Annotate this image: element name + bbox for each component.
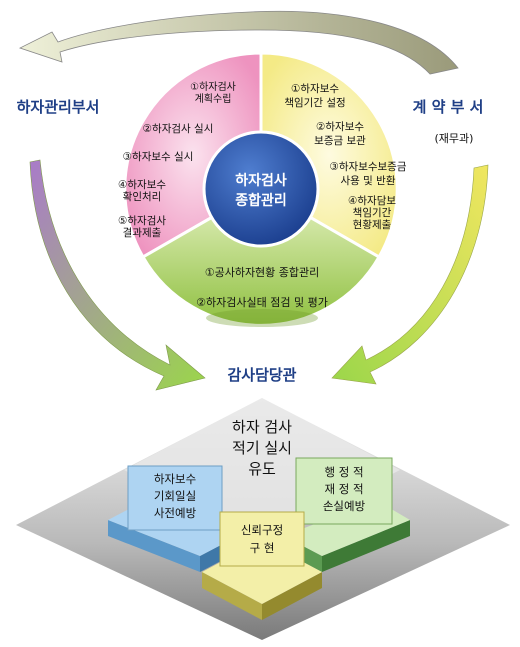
svg-text:③하자보수보증금: ③하자보수보증금 <box>329 160 406 173</box>
center-circle <box>202 130 320 248</box>
right-green-box: 행 정 적 재 정 적 손실예방 <box>284 457 410 572</box>
dept-right-sublabel: (재무과) <box>435 132 474 145</box>
pink-item-4: ④하자보수 확인처리 <box>118 178 166 203</box>
yellow-item-3: ③하자보수보증금 사용 및 반환 <box>329 160 406 187</box>
center-line-1: 하자검사 <box>235 172 287 189</box>
svg-text:결과제출: 결과제출 <box>123 227 162 239</box>
pyramid-line-2: 적기 실시 <box>232 439 292 457</box>
green-item-1: ①공사하자현황 종합관리 <box>205 265 320 279</box>
svg-text:재 정 적: 재 정 적 <box>324 482 363 496</box>
svg-text:③하자보수 실시: ③하자보수 실시 <box>123 150 194 163</box>
green-texture <box>206 309 318 327</box>
green-segment <box>140 187 382 327</box>
svg-text:사용 및 반환: 사용 및 반환 <box>341 175 396 187</box>
top-cycle-arrow <box>18 10 459 75</box>
pyramid-line-3: 유도 <box>248 460 276 478</box>
dept-bottom-label: 감사담당관 <box>227 366 296 384</box>
pink-item-2: ②하자검사 실시 <box>143 122 214 135</box>
svg-text:①하자보수: ①하자보수 <box>291 82 339 95</box>
pink-item-3: ③하자보수 실시 <box>123 150 194 163</box>
center-line-2: 종합관리 <box>235 192 287 209</box>
svg-text:④하자보수: ④하자보수 <box>118 178 166 191</box>
pink-item-5: ⑤하자검사 결과제출 <box>118 214 166 239</box>
yellow-item-1: ①하자보수 책임기간 설정 <box>284 82 345 109</box>
svg-text:손실예방: 손실예방 <box>323 499 366 513</box>
svg-text:확인처리: 확인처리 <box>123 190 162 203</box>
pink-item-1: ①하자검사 계획수립 <box>190 80 236 105</box>
svg-text:①하자검사: ①하자검사 <box>190 80 236 93</box>
dept-left-label: 하자관리부서 <box>17 98 100 116</box>
svg-text:보증금 보관: 보증금 보관 <box>314 135 366 147</box>
left-blue-box: 하자보수 기회일실 사전예방 <box>108 465 238 572</box>
pyramid-line-1: 하자 검사 <box>232 418 292 436</box>
front-yellow-box: 신뢰구정 구 현 <box>202 511 322 620</box>
svg-text:구 현: 구 현 <box>250 541 275 555</box>
svg-text:계획수립: 계획수립 <box>195 92 232 105</box>
svg-text:책임기간: 책임기간 <box>353 206 392 219</box>
svg-text:⑤하자검사: ⑤하자검사 <box>118 214 166 227</box>
left-cycle-arrow <box>29 159 206 391</box>
svg-text:하자보수: 하자보수 <box>154 472 196 486</box>
svg-text:②하자검사 실시: ②하자검사 실시 <box>143 122 214 135</box>
svg-text:기회일실: 기회일실 <box>154 489 196 503</box>
svg-text:책임기간 설정: 책임기간 설정 <box>284 96 345 109</box>
svg-text:현황제출: 현황제출 <box>353 219 392 231</box>
svg-text:④하자담보: ④하자담보 <box>348 194 396 207</box>
svg-text:사전예방: 사전예방 <box>154 506 197 520</box>
right-cycle-arrow <box>331 164 489 385</box>
yellow-item-4: ④하자담보 책임기간 현황제출 <box>348 194 396 231</box>
svg-text:신뢰구정: 신뢰구정 <box>241 523 283 537</box>
dept-right-label: 계 약 부 서 <box>413 98 484 116</box>
svg-text:행 정 적: 행 정 적 <box>324 465 363 479</box>
green-item-2: ②하자검사실태 점검 및 평가 <box>196 295 328 309</box>
svg-text:②하자보수: ②하자보수 <box>316 120 364 133</box>
yellow-item-2: ②하자보수 보증금 보관 <box>314 120 366 147</box>
